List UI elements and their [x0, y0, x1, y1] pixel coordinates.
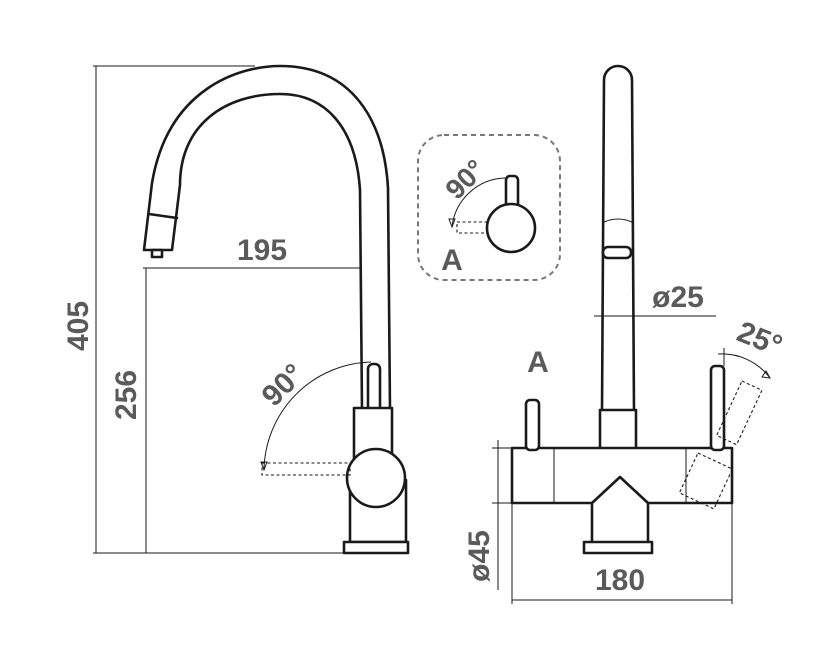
width-180-label: 180: [595, 564, 645, 597]
spray-nozzle: [150, 248, 164, 259]
front-spout-nozzle: [601, 245, 633, 260]
spout-diameter-dimension: ø25: [594, 281, 716, 323]
gooseneck-spout: [142, 64, 392, 412]
side-base-plate: [342, 540, 410, 555]
detail-angle-label: 90°: [439, 153, 491, 205]
side-cartridge-ball: [345, 447, 407, 509]
detail-view-label: A: [441, 244, 463, 277]
spout-diameter-label: ø25: [652, 281, 704, 314]
side-lever-angle-label: 90°: [256, 358, 311, 413]
width-180-dimension: 180: [511, 503, 733, 604]
detail-cartridge-ball: [485, 202, 537, 254]
lever-rotated-position: [260, 361, 372, 476]
spout-tip-ring: [147, 212, 179, 220]
height-405-dimension: 405: [62, 65, 345, 554]
front-spout-ring: [603, 218, 633, 223]
body-diameter-dimension: ø45: [463, 440, 512, 590]
front-right-lever: [709, 364, 726, 452]
front-lower-neck: [590, 475, 650, 546]
height-256-label: 256: [110, 370, 143, 420]
front-view: A 25° ø25 ø45 180: [463, 64, 787, 604]
front-view-label-A: A: [527, 346, 549, 379]
reach-195-dimension: 195: [157, 234, 375, 275]
reach-195-label: 195: [237, 234, 287, 267]
side-view: 405 256 195: [62, 64, 410, 555]
detail-inset-frame: [417, 134, 561, 281]
height-405-label: 405: [62, 301, 95, 351]
front-spout: [600, 64, 636, 414]
front-base-plate: [582, 540, 654, 555]
front-left-lever: [524, 398, 541, 452]
height-256-dimension: 256: [110, 267, 165, 553]
detail-inset-A: 90° A: [417, 134, 561, 281]
front-lever-tilt-label: 25°: [732, 315, 786, 363]
detail-lever-rotated: [456, 221, 488, 234]
detail-angle-arc: [451, 177, 506, 228]
body-diameter-label: ø45: [463, 530, 496, 582]
